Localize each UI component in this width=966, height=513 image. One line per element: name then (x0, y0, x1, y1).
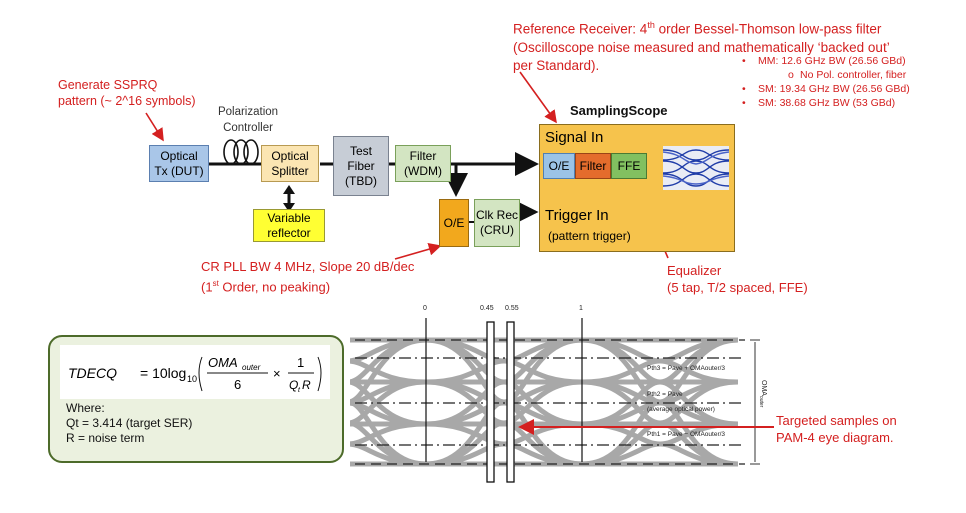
trigger-in-label: Trigger In (545, 207, 609, 224)
eye-trace (350, 379, 427, 406)
reference-receiver-annotation: Reference Receiver: 4th order Bessel-Tho… (513, 16, 890, 75)
eye-trace (350, 420, 427, 467)
eye-trace (350, 379, 427, 427)
mini-eye-icon (662, 149, 730, 187)
tick-055: 0.55 (505, 305, 519, 312)
eye-trace (350, 399, 427, 467)
mini-eye-display (662, 146, 730, 190)
avg-power-label: (average optical power) (647, 406, 715, 413)
eye-trace (425, 337, 583, 467)
sampling-scope-box: Signal In O/E Filter FFE Trigger In (pat… (539, 124, 735, 252)
eye-trace (350, 421, 427, 447)
svg-text:R: R (302, 378, 311, 392)
svg-text:10: 10 (187, 374, 197, 384)
cr-pll-annotation: CR PLL BW 4 MHz, Slope 20 dB/dec (1st Or… (201, 258, 414, 295)
equalizer-annotation: Equalizer (5 tap, T/2 spaced, FFE) (667, 262, 808, 296)
eye-trace (425, 421, 583, 467)
filter-wdm-block: Filter (WDM) (395, 145, 451, 182)
eye-trace (581, 337, 739, 467)
eye-trace (581, 337, 739, 385)
targeted-line-1: Targeted samples on (776, 413, 897, 428)
generate-line-2: pattern (~ 2^16 symbols) (58, 94, 196, 108)
polarization-label: Polarization Controller (217, 106, 279, 134)
tick-045: 0.45 (480, 305, 494, 312)
formula-where: Where: Qt = 3.414 (target SER) R = noise… (66, 401, 192, 446)
generate-annotation: Generate SSPRQ pattern (~ 2^16 symbols) (58, 77, 196, 109)
eye-trace (350, 337, 427, 385)
variable-reflector-block: Variable reflector (253, 209, 325, 242)
svg-text:t: t (298, 387, 301, 394)
generate-line-1: Generate SSPRQ (58, 78, 158, 92)
eye-trace (581, 379, 739, 467)
signal-in-label: Signal In (545, 129, 604, 146)
tick-0: 0 (423, 305, 427, 312)
svg-text:= 10log: = 10log (140, 365, 186, 381)
svg-text:×: × (273, 366, 281, 381)
eye-trace (350, 400, 427, 427)
optical-tx-block: Optical Tx (DUT) (149, 145, 209, 182)
formula-panel: TDECQ = 10log 10 OMA outer 6 × 1 Q t R (60, 345, 330, 399)
pth2-label: Pth2 = Pave (647, 391, 683, 398)
targeted-samples-annotation: Targeted samples on PAM-4 eye diagram. (776, 412, 897, 446)
svg-text:6: 6 (234, 377, 241, 392)
eye-trace (350, 337, 427, 405)
qt-definition: Qt = 3.414 (target SER) (66, 416, 193, 430)
cr-line-1: CR PLL BW 4 MHz, Slope 20 dB/dec (201, 259, 415, 274)
svg-text:Q: Q (289, 378, 298, 392)
clock-recovery-block: Clk Rec (CRU) (474, 199, 520, 247)
eye-trace (350, 337, 427, 364)
pam4-eye-diagram: 0 0.45 0.55 1 Pth3 = Pave + OMAouter/3 P… (350, 305, 774, 483)
bullet-sm-2: •SM: 38.68 GHz BW (53 GBd) (742, 97, 896, 109)
ref-line-3: per Standard). (513, 57, 600, 73)
trigger-oe-block: O/E (439, 199, 469, 247)
eye-trace (350, 358, 427, 385)
tdecq-formula-box: TDECQ = 10log 10 OMA outer 6 × 1 Q t R W… (48, 335, 344, 463)
cr-line-2: (1st Order, no peaking) (201, 279, 331, 295)
optical-splitter-block: Optical Splitter (261, 145, 319, 182)
eye-trace (425, 337, 583, 427)
bullet-mm: •MM: 12.6 GHz BW (26.56 GBd) (742, 55, 906, 67)
svg-text:TDECQ: TDECQ (68, 365, 117, 381)
where-label: Where: (66, 401, 105, 415)
r-definition: R = noise term (66, 431, 145, 445)
sampling-scope-title: SamplingScope (570, 103, 668, 118)
scope-filter-block: Filter (575, 153, 611, 179)
svg-text:1: 1 (297, 355, 304, 370)
eye-trace (425, 337, 583, 385)
eye-trace (581, 337, 739, 427)
eye-trace (581, 421, 739, 467)
svg-text:outer: outer (242, 363, 261, 372)
ref-title: Reference Receiver: 4th order Bessel-Tho… (513, 20, 882, 37)
scope-oe-block: O/E (543, 153, 575, 179)
oma-outer-label: OMAouter (758, 380, 767, 408)
targeted-line-2: PAM-4 eye diagram. (776, 430, 894, 445)
pattern-trigger-label: (pattern trigger) (548, 229, 631, 243)
equalizer-line-2: (5 tap, T/2 spaced, FFE) (667, 280, 808, 295)
test-fiber-block: Test Fiber (TBD) (333, 136, 389, 196)
pth3-label: Pth3 = Pave + OMAouter/3 (647, 365, 725, 372)
eye-trace (350, 379, 427, 426)
tdecq-equation: TDECQ = 10log 10 OMA outer 6 × 1 Q t R (68, 355, 322, 394)
tick-1: 1 (579, 305, 583, 312)
scope-ffe-block: FFE (611, 153, 647, 179)
svg-text:OMA: OMA (208, 355, 238, 370)
eye-trace (425, 379, 583, 467)
equalizer-line-1: Equalizer (667, 263, 722, 278)
eye-trace (350, 441, 427, 467)
ref-line-2: (Oscilloscope noise measured and mathema… (513, 39, 890, 55)
pth1-label: Pth1 = Pave − OMAouter/3 (647, 431, 725, 438)
bullet-sm-1: •SM: 19.34 GHz BW (26.56 GBd) (742, 83, 910, 95)
